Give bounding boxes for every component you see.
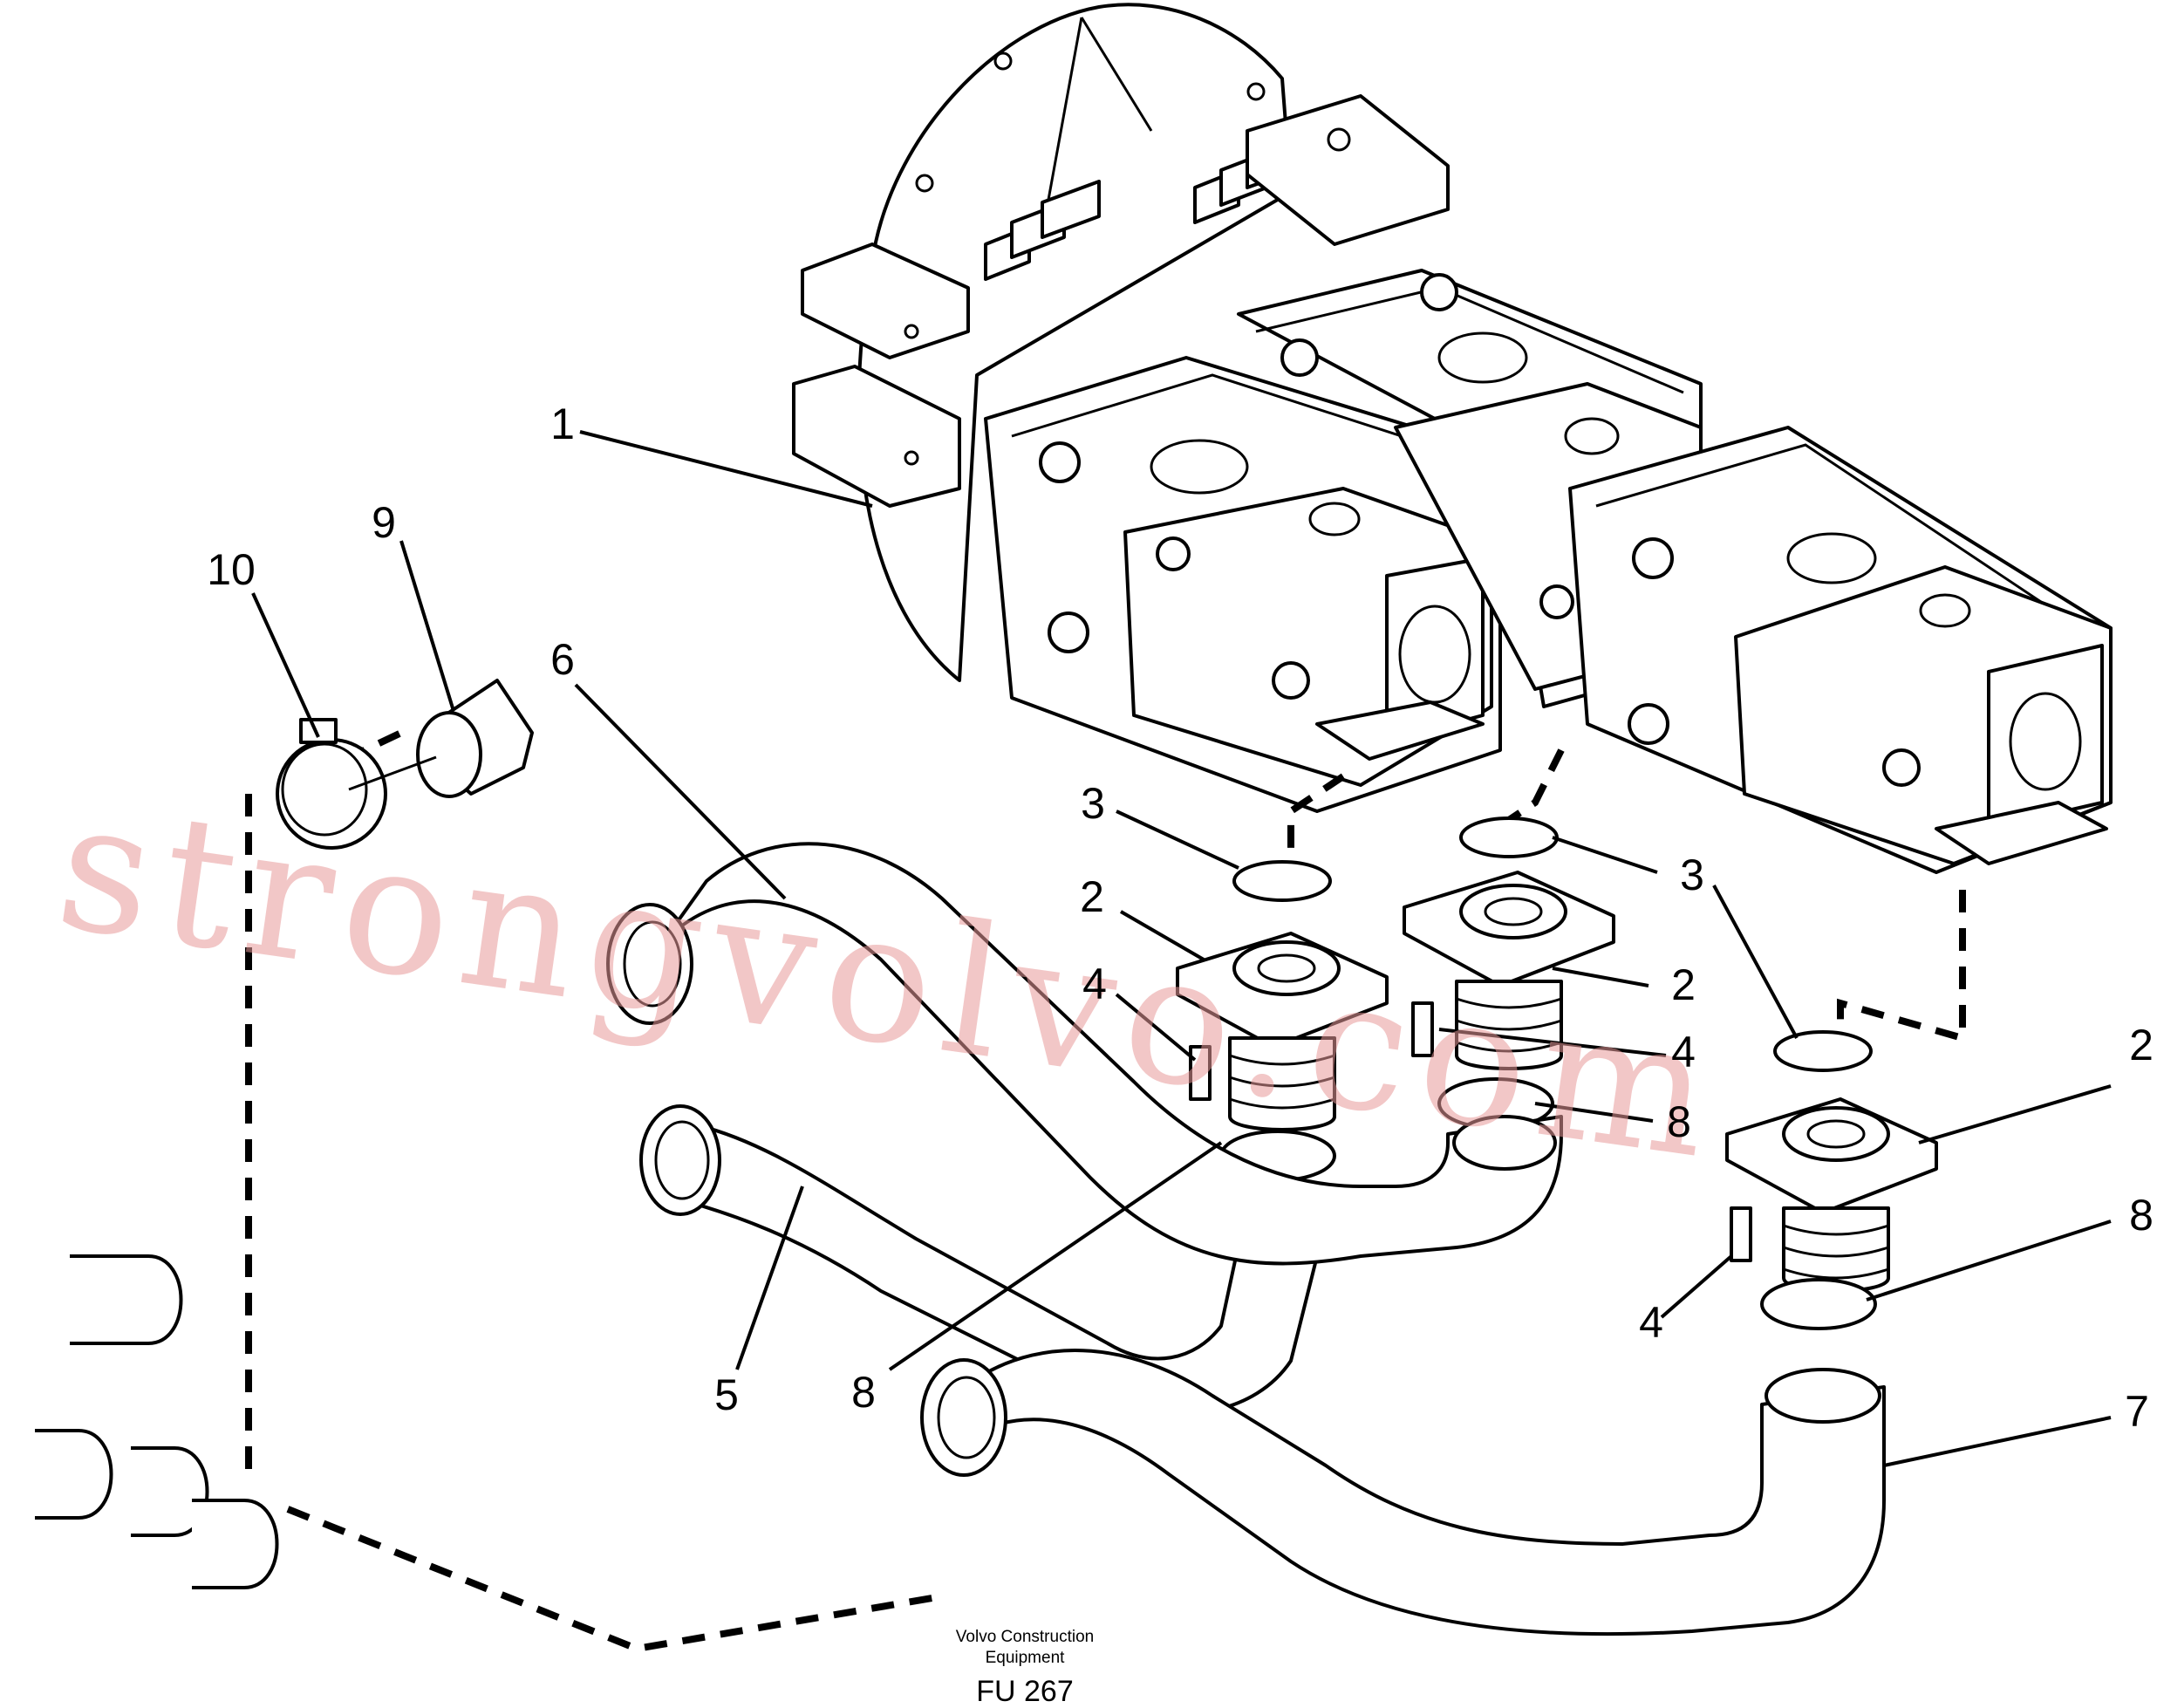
bolts [1189,1001,1752,1262]
sleeve-9 [416,679,534,798]
pump-assembly [792,3,2113,874]
callout-1: 1 [550,400,575,448]
callout-2-left: 2 [1080,872,1104,921]
callout-10: 10 [207,545,256,594]
flange-left [1176,932,1389,1131]
o-ring-left [1232,860,1332,902]
callout-9: 9 [372,498,396,547]
publisher-line-1: Volvo Construction [956,1628,1094,1646]
callout-8-left: 8 [851,1368,876,1417]
callout-7: 7 [2125,1387,2149,1436]
hose-5 [661,1124,1328,1416]
callout-8-middle: 8 [1667,1097,1691,1146]
callout-4-left: 4 [1082,960,1107,1008]
hose-7 [949,1349,1886,1636]
figure-footer: Volvo Construction Equipment FU 267 [956,1628,1094,1708]
leader-lines [251,430,2112,1467]
pipe-stubs [35,1254,279,1589]
o-ring-middle [1459,816,1559,858]
publisher-line-2: Equipment [986,1649,1066,1667]
callout-6: 6 [550,635,575,684]
callout-5: 5 [714,1370,739,1419]
callout-3-left: 3 [1081,779,1105,828]
callout-2-middle: 2 [1671,960,1696,1009]
callout-8-right: 8 [2129,1191,2154,1240]
flange-right [1725,1097,1938,1293]
o-ring-right [1773,1030,1873,1072]
callout-2-right: 2 [2129,1021,2154,1069]
hose-6 [661,842,1563,1266]
flange-middle [1403,871,1615,1070]
figure-code: FU 267 [976,1675,1074,1708]
o-rings [1232,816,1873,1072]
callout-4-right: 4 [1639,1298,1663,1347]
callout-3-right: 3 [1680,851,1704,899]
clamp-10 [276,718,387,850]
callout-labels: 1 2 2 2 3 3 4 4 4 5 6 7 8 8 8 9 10 [207,400,2154,1436]
callout-4-middle: 4 [1671,1028,1696,1076]
